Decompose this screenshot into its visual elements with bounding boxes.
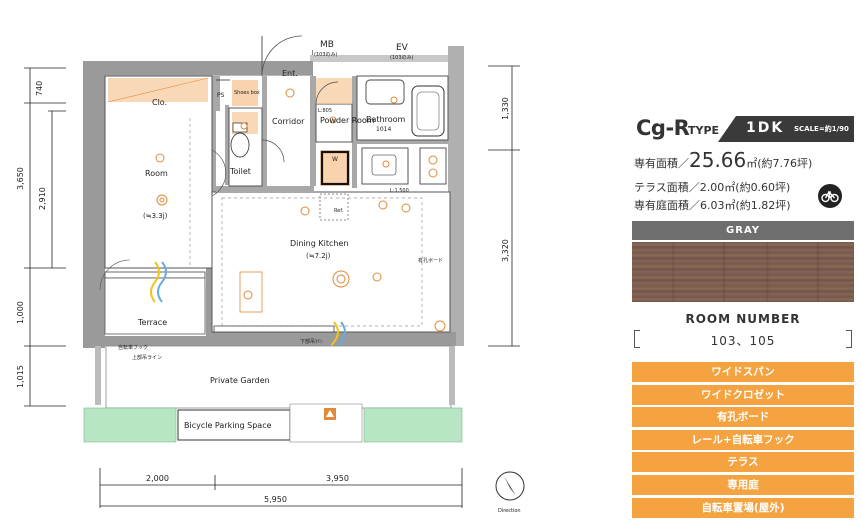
scale-label: SCALE=約1/90: [794, 125, 849, 133]
label-direction: Direction: [498, 508, 521, 514]
dim-left-1015: 1,015: [16, 365, 25, 388]
label-bathroom: Bathroom: [366, 115, 406, 124]
label-bath-size: 1014: [376, 126, 391, 133]
bracket-right-icon: [846, 330, 852, 348]
bicycle-icon: [818, 184, 842, 208]
label-lower-rail: 下部吊ﾗｲﾝ: [300, 338, 323, 345]
dim-left-740: 740: [35, 81, 44, 96]
label-ref: Ref.: [334, 208, 344, 214]
label-mb: MB: [320, 40, 334, 50]
label-toilet: Toilet: [229, 167, 251, 176]
feature-item: ワイドクロゼット: [632, 384, 854, 405]
area-line: 専有面積／25.66㎡(約7.76坪): [634, 148, 812, 172]
label-room-size: (≒3.3j): [143, 212, 168, 220]
area-label: 専有面積／: [634, 157, 689, 170]
dim-bottom-2000: 2,000: [146, 474, 169, 483]
dim-left-3650: 3,650: [16, 167, 25, 190]
dim-left-2910: 2,910: [38, 187, 47, 210]
dim-bottom-5950: 5,950: [264, 495, 287, 504]
room-number-label: ROOM NUMBER: [685, 312, 801, 326]
label-shoes-box: Shoes box: [234, 90, 260, 96]
feature-item: テラス: [632, 452, 854, 473]
label-dk-size: (≒7.2j): [306, 252, 331, 260]
label-ev: EV: [396, 43, 409, 53]
label-bicycle-parking: Bicycle Parking Space: [184, 421, 272, 430]
layout-badge: 1DK SCALE=約1/90: [718, 116, 854, 142]
feature-item: ワイドスパン: [632, 362, 854, 382]
color-header: GRAY: [632, 221, 854, 240]
room-number-box: 103、105: [634, 330, 852, 348]
area-unit: ㎡: [746, 157, 758, 170]
floor-plan: MB (103のみ) EV (103のみ) Ent. PS Shoes box …: [16, 35, 525, 514]
wood-grain-overlay: [632, 242, 854, 302]
wood-color-swatch: [632, 242, 854, 302]
label-yukoban: 有孔ボード: [418, 257, 443, 264]
area-tsubo: (約7.76坪): [757, 157, 813, 170]
label-bike-hook: 自転車フック: [118, 344, 148, 351]
label-powder-room: Powder Room: [320, 116, 375, 125]
label-room: Room: [145, 169, 168, 178]
label-upper-rail: 上部吊ライン: [132, 354, 162, 361]
label-mb-sub: (103のみ): [314, 52, 337, 58]
feature-item: 有孔ボード: [632, 407, 854, 428]
label-l1500: L:1,500: [390, 188, 409, 194]
feature-item: 専用庭: [632, 474, 854, 495]
unit-info-panel: Cg-R TYPE 1DK SCALE=約1/90 専有面積／25.66㎡(約7…: [628, 0, 856, 522]
label-corridor: Corridor: [272, 117, 305, 126]
feature-item: 自転車置場(屋外): [632, 497, 854, 518]
label-clo: Clo.: [152, 98, 167, 107]
garden-area: 専有庭面積／6.03㎡(約1.82坪): [634, 199, 791, 212]
dim-right-3320: 3,320: [501, 239, 510, 262]
area-value: 25.66: [689, 148, 747, 172]
room-number-value: 103、105: [710, 334, 776, 348]
layout-code: 1DK: [746, 120, 785, 136]
bracket-left-icon: [634, 330, 640, 348]
type-name: Cg-R: [636, 116, 690, 140]
dim-bottom-3950: 3,950: [326, 474, 349, 483]
dim-left-1000: 1,000: [16, 301, 25, 324]
label-dining-kitchen: Dining Kitchen: [290, 239, 348, 248]
label-private-garden: Private Garden: [210, 376, 270, 385]
label-l805: L:805: [318, 108, 332, 114]
type-header: Cg-R TYPE 1DK SCALE=約1/90: [632, 112, 854, 144]
label-ps: PS: [217, 92, 225, 99]
feature-item: レール+自転車フック: [632, 429, 854, 450]
label-w: W: [332, 156, 338, 163]
label-terrace: Terrace: [137, 318, 167, 327]
label-ev-sub: (103のみ): [390, 55, 413, 61]
terrace-area: テラス面積／2.00㎡(約0.60坪): [634, 181, 791, 194]
feature-list: ワイドスパン ワイドクロゼット 有孔ボード レール+自転車フック テラス 専用庭…: [632, 362, 854, 520]
dim-right-1330: 1,330: [501, 97, 510, 120]
label-ent: Ent.: [282, 69, 298, 78]
type-word: TYPE: [688, 124, 720, 137]
